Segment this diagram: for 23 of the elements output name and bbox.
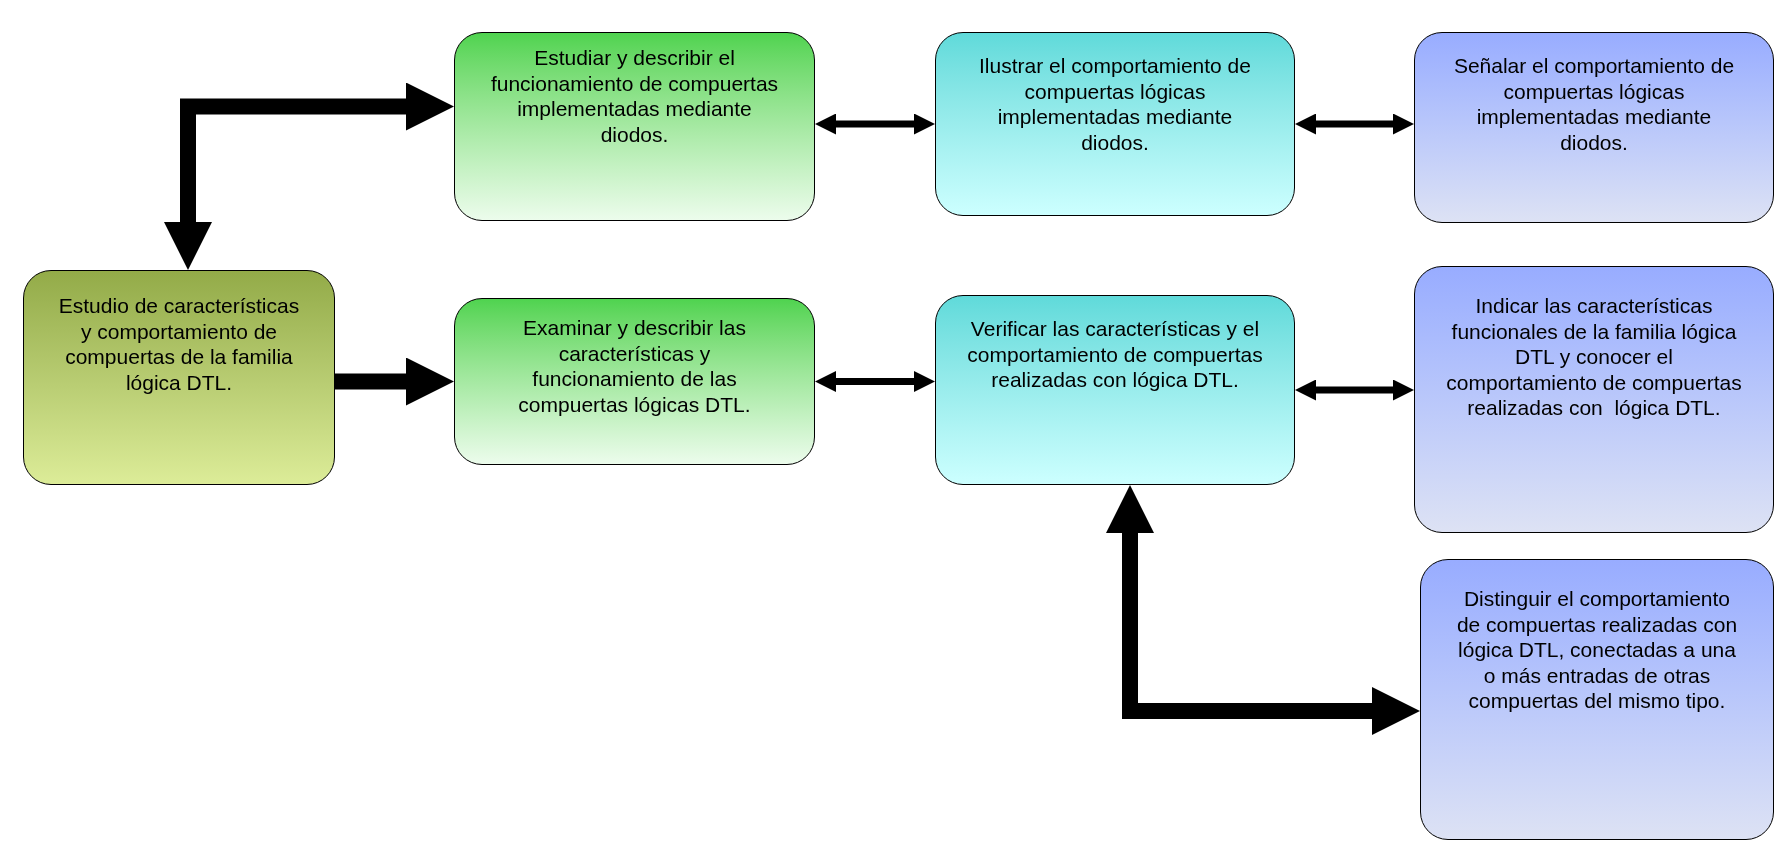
arrow [1295, 379, 1414, 401]
box-text: Estudiar y describir el funcionamiento de compuertas implementadas mediante diodos. [489, 45, 780, 148]
process-box [1414, 32, 1774, 223]
arrow [1295, 113, 1414, 135]
box-text: Verificar las características y el comportamiento de compuertas realizadas con lógica DTL. [966, 316, 1264, 393]
box-text: Indicar las características funcionales de la familia lógica DTL y conocer el comportamiento de compuertas realizadas con lógica DTL. [1445, 293, 1743, 422]
arrow [164, 82, 454, 270]
box-text: Señalar el comportamiento de compuertas lógicas implementadas mediante diodos. [1452, 53, 1736, 156]
arrow [815, 371, 935, 392]
process-box [1420, 559, 1774, 840]
box-text: Estudio de características y comportamiento de compuertas de la familia lógica DTL. [57, 293, 301, 396]
process-box [454, 32, 815, 221]
box-text: Examinar y describir las características y funcionamiento de las compuertas lógicas DTL. [517, 315, 752, 418]
arrow [335, 357, 454, 406]
arrow [815, 113, 935, 135]
arrow [1106, 485, 1420, 735]
process-box [1414, 266, 1774, 533]
process-box [23, 270, 335, 485]
box-text: Distinguir el comportamiento de compuertas realizadas con lógica DTL, conectadas a una o más entradas de otras compuertas del mismo tipo. [1455, 586, 1739, 715]
process-box [935, 32, 1295, 216]
box-text: Ilustrar el comportamiento de compuertas lógicas implementadas mediante diodos. [978, 53, 1252, 156]
process-box [935, 295, 1295, 485]
process-box [454, 298, 815, 465]
